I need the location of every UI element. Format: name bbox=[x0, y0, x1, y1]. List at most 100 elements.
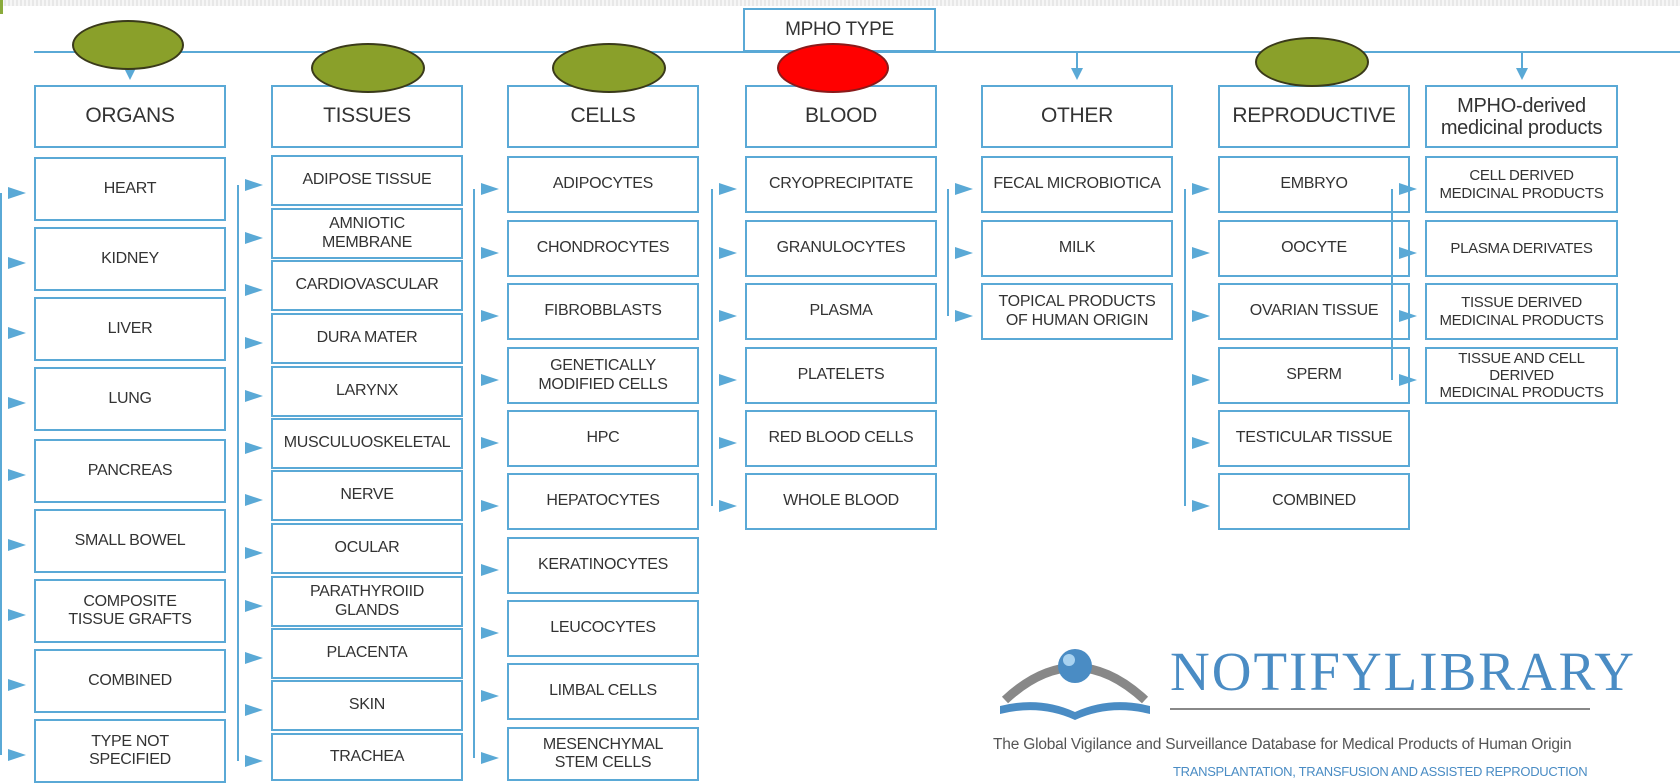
item-organs: COMBINED bbox=[34, 649, 226, 713]
item-tissues: PARATHYROIID GLANDS bbox=[271, 576, 463, 627]
arrow-right-cells bbox=[481, 563, 499, 576]
mpho-type-title: MPHO TYPE bbox=[743, 8, 936, 52]
arrow-right-organs bbox=[8, 679, 26, 691]
item-blood: RED BLOOD CELLS bbox=[745, 410, 937, 467]
item-reproductive: OOCYTE bbox=[1218, 220, 1410, 277]
item-organs: HEART bbox=[34, 157, 226, 221]
item-other: FECAL MICROBIOTICA bbox=[981, 156, 1173, 213]
category-header-cells: CELLS bbox=[507, 85, 699, 148]
item-mpho-derived: TISSUE DERIVED MEDICINAL PRODUCTS bbox=[1425, 283, 1618, 340]
arrow-right-organs bbox=[8, 327, 26, 339]
top-border bbox=[0, 0, 1680, 6]
arrow-right-blood bbox=[719, 182, 737, 195]
arrow-right-reproductive bbox=[1192, 182, 1210, 195]
item-tissues: LARYNX bbox=[271, 366, 463, 417]
item-tissues: ADIPOSE TISSUE bbox=[271, 155, 463, 206]
category-header-reproductive: REPRODUCTIVE bbox=[1218, 85, 1410, 148]
arrow-right-tissues bbox=[245, 599, 263, 612]
arrow-right-mpho-derived bbox=[1399, 246, 1417, 259]
arrow-right-cells bbox=[481, 752, 499, 764]
arrow-right-blood bbox=[719, 246, 737, 259]
arrow-right-other bbox=[955, 309, 973, 322]
status-marker-organs bbox=[72, 20, 184, 70]
arrow-right-reproductive bbox=[1192, 373, 1210, 386]
category-header-mpho-derived: MPHO-derived medicinal products bbox=[1425, 85, 1618, 148]
arrow-down-organs bbox=[124, 68, 136, 80]
item-blood: GRANULOCYTES bbox=[745, 220, 937, 277]
arrow-right-cells bbox=[481, 499, 499, 512]
item-organs: SMALL BOWEL bbox=[34, 509, 226, 573]
item-cells: MESENCHYMAL STEM CELLS bbox=[507, 727, 699, 781]
bracket-line-reproductive bbox=[1184, 188, 1186, 506]
item-organs: COMPOSITE TISSUE GRAFTS bbox=[34, 579, 226, 643]
arrow-right-tissues bbox=[245, 755, 263, 767]
arrow-down-mpho-derived bbox=[1515, 68, 1528, 80]
item-cells: LIMBAL CELLS bbox=[507, 663, 699, 720]
arrow-right-tissues bbox=[245, 493, 263, 506]
arrow-right-blood bbox=[719, 309, 737, 322]
connector-down-mpho-derived bbox=[1520, 52, 1523, 70]
item-mpho-derived: PLASMA DERIVATES bbox=[1425, 220, 1618, 277]
item-tissues: OCULAR bbox=[271, 523, 463, 574]
item-mpho-derived: CELL DERIVED MEDICINAL PRODUCTS bbox=[1425, 156, 1618, 213]
item-reproductive: SPERM bbox=[1218, 347, 1410, 404]
item-blood: WHOLE BLOOD bbox=[745, 473, 937, 530]
arrow-right-cells bbox=[481, 689, 499, 702]
logo-rule bbox=[1170, 708, 1590, 710]
arrow-right-tissues bbox=[245, 651, 263, 664]
status-marker-blood bbox=[777, 43, 889, 93]
connector-down-other bbox=[1076, 52, 1078, 70]
arrow-right-tissues bbox=[245, 283, 263, 296]
arrow-right-mpho-derived bbox=[1399, 182, 1417, 195]
logo-emblem-icon bbox=[1000, 649, 1150, 720]
arrow-right-cells bbox=[481, 373, 499, 386]
arrow-right-organs bbox=[8, 749, 26, 761]
arrow-right-mpho-derived bbox=[1399, 373, 1417, 386]
bracket-line-organs bbox=[0, 193, 2, 755]
item-blood: PLASMA bbox=[745, 283, 937, 340]
category-header-blood: BLOOD bbox=[745, 85, 937, 148]
bracket-line-other bbox=[947, 188, 949, 316]
arrow-right-tissues bbox=[245, 546, 263, 559]
item-cells: GENETICALLY MODIFIED CELLS bbox=[507, 347, 699, 404]
item-cells: ADIPOCYTES bbox=[507, 156, 699, 213]
arrow-right-cells bbox=[481, 626, 499, 639]
item-organs: KIDNEY bbox=[34, 227, 226, 291]
item-organs: LUNG bbox=[34, 367, 226, 431]
arrow-right-organs bbox=[8, 539, 26, 551]
item-reproductive: EMBRYO bbox=[1218, 156, 1410, 213]
item-tissues: AMNIOTIC MEMBRANE bbox=[271, 208, 463, 259]
item-reproductive: OVARIAN TISSUE bbox=[1218, 283, 1410, 340]
arrow-right-organs bbox=[8, 469, 26, 481]
item-cells: HPC bbox=[507, 410, 699, 467]
item-tissues: MUSCULUOSKELETAL bbox=[271, 418, 463, 469]
arrow-right-blood bbox=[719, 373, 737, 386]
arrow-right-tissues bbox=[245, 178, 263, 191]
item-mpho-derived: TISSUE AND CELL DERIVED MEDICINAL PRODUC… bbox=[1425, 347, 1618, 404]
item-tissues: TRACHEA bbox=[271, 733, 463, 781]
item-cells: CHONDROCYTES bbox=[507, 220, 699, 277]
item-tissues: SKIN bbox=[271, 680, 463, 731]
item-blood: PLATELETS bbox=[745, 347, 937, 404]
arrow-right-tissues bbox=[245, 441, 263, 454]
notify-library-logo: NOTIFYLIBRARY The Global Vigilance and S… bbox=[985, 640, 1634, 783]
item-organs: TYPE NOT SPECIFIED bbox=[34, 719, 226, 783]
arrow-right-reproductive bbox=[1192, 436, 1210, 449]
item-organs: PANCREAS bbox=[34, 439, 226, 503]
item-reproductive: TESTICULAR TISSUE bbox=[1218, 410, 1410, 467]
logo-wordmark: NOTIFYLIBRARY bbox=[1170, 641, 1637, 702]
item-other: TOPICAL PRODUCTS OF HUMAN ORIGIN bbox=[981, 283, 1173, 340]
arrow-right-organs bbox=[8, 187, 26, 199]
arrow-right-reproductive bbox=[1192, 499, 1210, 512]
item-tissues: NERVE bbox=[271, 470, 463, 521]
item-reproductive: COMBINED bbox=[1218, 473, 1410, 530]
arrow-right-blood bbox=[719, 499, 737, 512]
item-blood: CRYOPRECIPITATE bbox=[745, 156, 937, 213]
arrow-right-reproductive bbox=[1192, 309, 1210, 322]
arrow-right-organs bbox=[8, 257, 26, 269]
arrow-right-cells bbox=[481, 436, 499, 449]
status-marker-cells bbox=[552, 43, 666, 93]
arrow-right-reproductive bbox=[1192, 246, 1210, 259]
item-cells: KERATINOCYTES bbox=[507, 537, 699, 594]
